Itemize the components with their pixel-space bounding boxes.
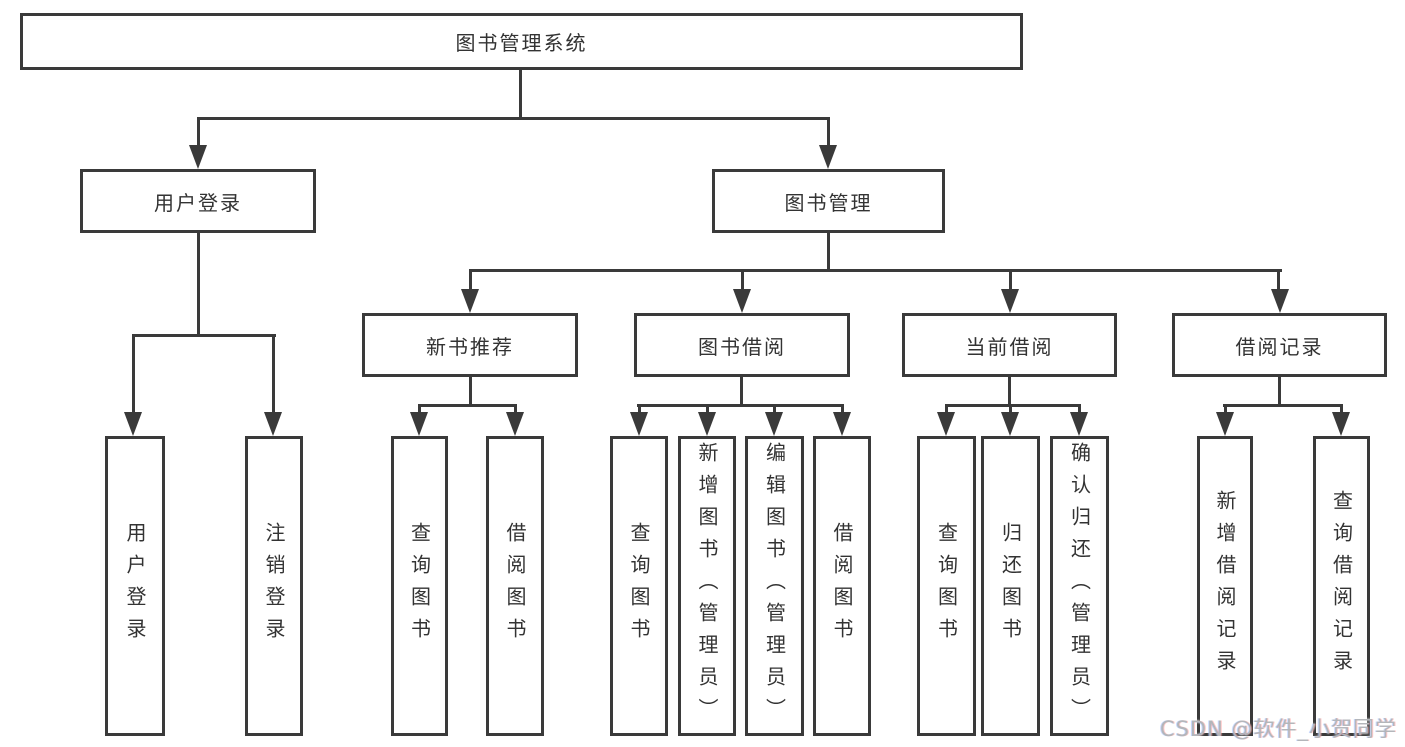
edge-vline — [469, 377, 472, 407]
edge-vline — [1009, 404, 1012, 414]
leaf-box-borrow-book-2: 借阅图书 — [813, 436, 871, 736]
edge-hline — [418, 404, 517, 407]
node-label-book-management: 图书管理 — [784, 190, 873, 215]
edge-vline — [1224, 404, 1227, 414]
arrowhead-icon — [1216, 412, 1234, 436]
node-label-book-borrow: 图书借阅 — [698, 334, 786, 359]
node-box-current-borrow: 当前借阅 — [902, 313, 1117, 377]
edge-hline — [1223, 404, 1343, 407]
arrowhead-icon — [833, 412, 851, 436]
edge-vline — [638, 404, 641, 414]
arrowhead-icon — [410, 412, 428, 436]
arrowhead-icon — [937, 412, 955, 436]
edge-vline — [469, 269, 472, 291]
node-label-root: 图书管理系统 — [455, 31, 588, 55]
leaf-label-return-book: 归还图书 — [998, 522, 1023, 650]
node-box-new-book-recommend: 新书推荐 — [362, 313, 578, 377]
edge-hline — [945, 404, 1081, 407]
node-box-borrow-records: 借阅记录 — [1172, 313, 1387, 377]
edge-hline — [637, 404, 844, 407]
node-box-user-login: 用户登录 — [80, 169, 316, 233]
arrowhead-icon — [124, 412, 142, 436]
edge-vline — [706, 404, 709, 414]
edge-vline — [519, 69, 522, 119]
edge-vline — [827, 117, 830, 147]
leaf-box-user-login: 用户登录 — [105, 436, 165, 736]
leaf-label-borrow-book-2: 借阅图书 — [830, 522, 854, 650]
node-box-book-borrow: 图书借阅 — [634, 313, 850, 377]
leaf-label-query-book-1: 查询图书 — [407, 522, 432, 650]
edge-hline — [469, 269, 1282, 272]
arrowhead-icon — [630, 412, 648, 436]
node-box-book-management: 图书管理 — [712, 169, 945, 233]
edge-vline — [827, 233, 830, 272]
leaf-box-query-book-1: 查询图书 — [391, 436, 448, 736]
edge-vline — [1009, 269, 1012, 291]
leaf-label-query-book-3: 查询图书 — [934, 522, 959, 650]
edge-vline — [1008, 377, 1011, 407]
node-label-borrow-records: 借阅记录 — [1235, 334, 1324, 359]
leaf-box-logout: 注销登录 — [245, 436, 303, 736]
leaf-box-borrow-book-1: 借阅图书 — [486, 436, 544, 736]
edge-hline — [197, 117, 830, 120]
arrowhead-icon — [819, 145, 837, 169]
arrowhead-icon — [1070, 412, 1088, 436]
leaf-box-query-book-3: 查询图书 — [917, 436, 976, 736]
leaf-label-user-login: 用户登录 — [123, 522, 147, 650]
leaf-label-query-borrow-record: 查询借阅记录 — [1329, 490, 1354, 682]
arrowhead-icon — [698, 412, 716, 436]
edge-vline — [741, 269, 744, 291]
edge-vline — [197, 233, 200, 337]
arrowhead-icon — [506, 412, 524, 436]
leaf-box-return-book: 归还图书 — [981, 436, 1040, 736]
edge-vline — [945, 404, 948, 414]
edge-vline — [418, 404, 421, 414]
arrowhead-icon — [1001, 289, 1019, 313]
edge-vline — [272, 334, 275, 414]
edge-hline — [132, 334, 276, 337]
leaf-box-confirm-return-admin: 确认归还（管理员） — [1050, 436, 1109, 736]
arrowhead-icon — [189, 145, 207, 169]
edge-vline — [132, 334, 135, 414]
edge-vline — [841, 404, 844, 414]
edge-vline — [1340, 404, 1343, 414]
leaf-box-query-book-2: 查询图书 — [610, 436, 668, 736]
arrowhead-icon — [1001, 412, 1019, 436]
arrowhead-icon — [733, 289, 751, 313]
leaf-box-edit-book-admin: 编辑图书（管理员） — [745, 436, 804, 736]
edge-vline — [1078, 404, 1081, 414]
watermark: CSDN @软件_小贺同学 — [1159, 717, 1397, 741]
leaf-box-add-borrow-record: 新增借阅记录 — [1197, 436, 1253, 736]
arrowhead-icon — [1332, 412, 1350, 436]
leaf-label-confirm-return-admin: 确认归还（管理员） — [1067, 442, 1092, 730]
arrowhead-icon — [264, 412, 282, 436]
arrowhead-icon — [765, 412, 783, 436]
leaf-label-add-book-admin: 新增图书（管理员） — [695, 442, 719, 730]
edge-vline — [197, 117, 200, 147]
edge-vline — [773, 404, 776, 414]
edge-vline — [740, 377, 743, 407]
arrowhead-icon — [461, 289, 479, 313]
node-label-current-borrow: 当前借阅 — [965, 334, 1054, 359]
edge-vline — [1278, 377, 1281, 407]
edge-vline — [1277, 269, 1280, 291]
node-label-user-login: 用户登录 — [154, 190, 242, 215]
edge-vline — [514, 404, 517, 414]
leaf-label-edit-book-admin: 编辑图书（管理员） — [762, 442, 787, 730]
leaf-label-logout: 注销登录 — [262, 522, 286, 650]
node-box-root: 图书管理系统 — [20, 13, 1023, 70]
leaf-box-add-book-admin: 新增图书（管理员） — [678, 436, 736, 736]
arrowhead-icon — [1271, 289, 1289, 313]
leaf-box-query-borrow-record: 查询借阅记录 — [1313, 436, 1370, 736]
node-label-new-book-recommend: 新书推荐 — [426, 334, 514, 359]
leaf-label-add-borrow-record: 新增借阅记录 — [1213, 490, 1237, 682]
leaf-label-borrow-book-1: 借阅图书 — [503, 522, 527, 650]
leaf-label-query-book-2: 查询图书 — [627, 522, 651, 650]
